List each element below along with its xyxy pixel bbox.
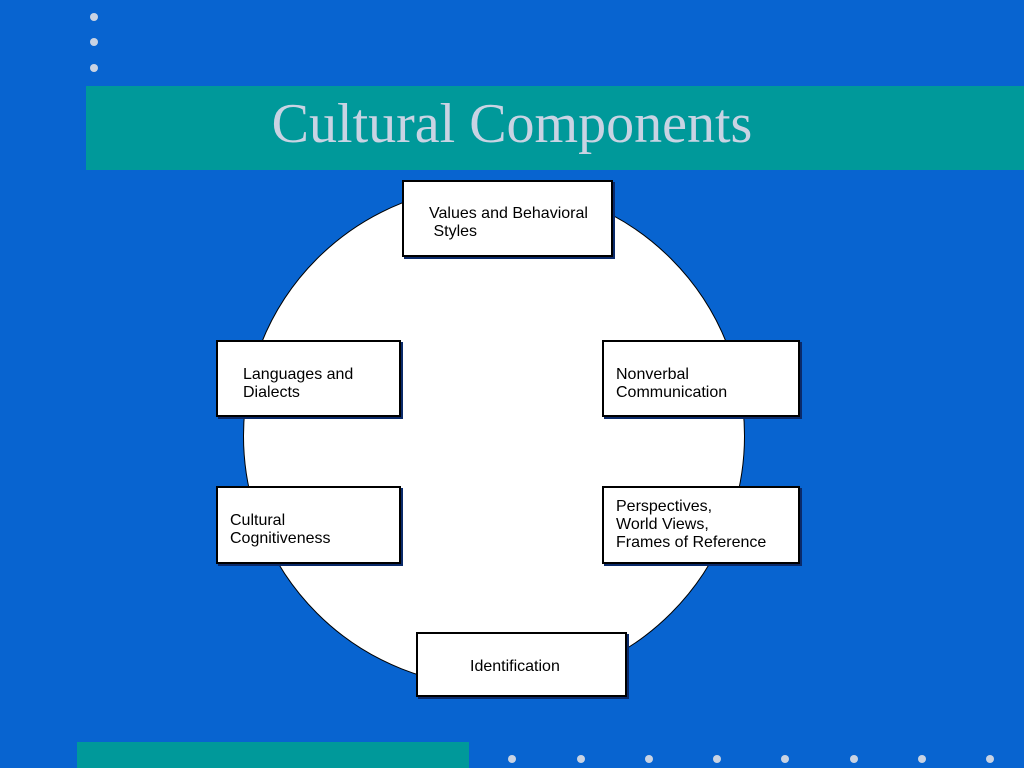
- decorative-dot: [781, 755, 789, 763]
- decorative-dot: [90, 64, 98, 72]
- decorative-dot: [577, 755, 585, 763]
- node-nonverbal-label: Nonverbal Communication: [616, 366, 728, 401]
- central-circle: [243, 185, 745, 687]
- decorative-dot: [850, 755, 858, 763]
- node-identification: Identification: [416, 632, 627, 697]
- decorative-dot: [918, 755, 926, 763]
- node-perspectives-label: Perspectives, World Views, Frames of Ref…: [616, 498, 767, 551]
- decorative-dot: [986, 755, 994, 763]
- title-band: [86, 86, 1024, 170]
- node-nonverbal: Nonverbal Communication: [602, 340, 800, 417]
- node-languages-label: Languages and Dialects: [243, 366, 354, 401]
- node-cognitiveness-label: Cultural Cognitiveness: [230, 512, 331, 547]
- decorative-dot: [90, 38, 98, 46]
- node-languages: Languages and Dialects: [216, 340, 401, 417]
- slide-title: Cultural Components: [271, 93, 753, 155]
- decorative-dot: [645, 755, 653, 763]
- node-values: Values and Behavioral Styles: [402, 180, 613, 257]
- node-cognitiveness: Cultural Cognitiveness: [216, 486, 401, 564]
- node-values-label: Values and Behavioral Styles: [429, 205, 588, 240]
- bottom-band: [77, 742, 469, 768]
- decorative-dot: [508, 755, 516, 763]
- decorative-dot: [90, 13, 98, 21]
- decorative-dot: [713, 755, 721, 763]
- node-identification-label: Identification: [470, 658, 560, 675]
- node-perspectives: Perspectives, World Views, Frames of Ref…: [602, 486, 800, 564]
